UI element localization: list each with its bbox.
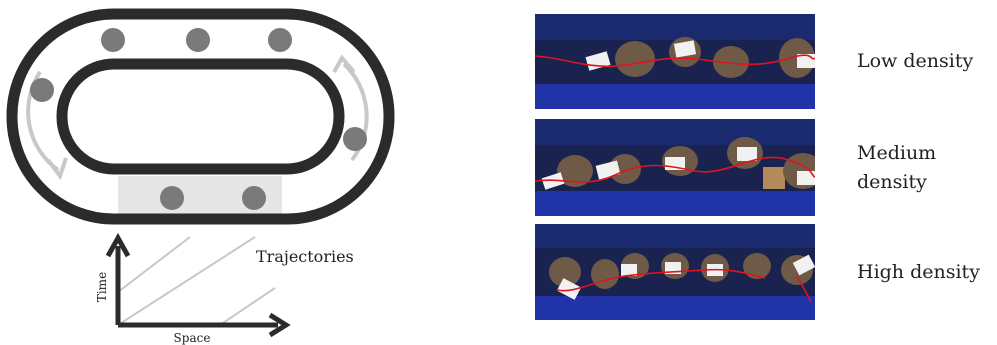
vehicle — [186, 28, 210, 52]
medium-density-line-1: Medium — [857, 139, 936, 168]
vehicle — [101, 28, 125, 52]
vehicle — [30, 78, 54, 102]
vehicle — [268, 28, 292, 52]
car — [743, 253, 771, 279]
high-density-label: High density — [857, 258, 980, 287]
car-tag — [737, 147, 757, 161]
vehicle — [242, 186, 266, 210]
medium-density-line-2: density — [857, 168, 936, 197]
car — [591, 259, 619, 289]
low-density-label: Low density — [857, 47, 973, 76]
ring-road-diagram: Time Space Trajectories — [0, 0, 440, 345]
space-axis-label: Space — [174, 331, 211, 345]
time-axis-label: Time — [95, 272, 109, 302]
medium-density-photo — [535, 119, 815, 216]
car — [615, 41, 655, 77]
medium-density-label: Medium density — [857, 139, 936, 197]
inner-track — [62, 64, 339, 169]
trajectories-label: Trajectories — [256, 247, 354, 266]
low-density-photo — [535, 14, 815, 109]
trajectory-lines — [118, 237, 275, 325]
vehicle — [343, 127, 367, 151]
vehicle — [160, 186, 184, 210]
high-density-photo — [535, 224, 815, 320]
